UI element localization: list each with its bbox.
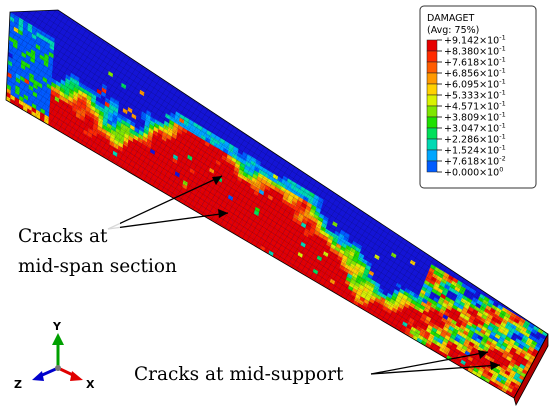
- legend-swatch-5: [426, 94, 438, 107]
- legend-swatch-4: [426, 83, 438, 96]
- legend-label-2: +7.618×10-1: [444, 56, 506, 69]
- midsupport-arrow-upper: [370, 351, 489, 375]
- legend-label-12: +0.000×100: [444, 166, 503, 179]
- legend-label-4: +6.095×10-1: [444, 78, 506, 91]
- annotation-arrows: [107, 175, 501, 375]
- legend-swatch-1: [426, 50, 438, 63]
- legend-label-8: +3.047×10-1: [444, 122, 506, 135]
- legend-swatch-2: [426, 61, 438, 74]
- y-axis-label: Y: [52, 320, 62, 333]
- legend-swatch-3: [426, 72, 438, 85]
- legend-label-7: +3.809×10-1: [444, 111, 506, 124]
- z-axis-label: Z: [14, 378, 22, 391]
- legend-variable: DAMAGET: [427, 13, 475, 24]
- legend-frame: [419, 5, 537, 189]
- legend-label-9: +2.286×10-1: [444, 133, 506, 146]
- legend-label-3: +6.856×10-1: [444, 67, 506, 80]
- y-axis-head: [52, 333, 64, 345]
- legend-label-6: +4.571×10-1: [444, 100, 506, 113]
- z-axis-head: [32, 371, 44, 381]
- legend-label-1: +8.380×10-1: [444, 45, 506, 58]
- midsupport-arrow-lower: [370, 364, 501, 375]
- legend-averaging: (Avg: 75%): [427, 25, 479, 36]
- z-axis-arrow: [39, 366, 59, 378]
- legend-label-10: +1.524×10-1: [444, 144, 506, 157]
- legend-swatch-10: [426, 149, 438, 162]
- midspan-arrow-upper: [107, 175, 223, 230]
- legend-color-bar: [426, 39, 438, 173]
- legend-value-labels: +9.142×10-1+8.380×10-1+7.618×10-1+6.856×…: [437, 34, 506, 179]
- legend-swatch-11: [426, 160, 438, 173]
- annotation-midsupport: Cracks at mid-support: [134, 364, 344, 385]
- legend-label-11: +7.618×10-2: [444, 155, 506, 168]
- legend-swatch-7: [426, 116, 438, 129]
- x-axis-label: X: [86, 378, 95, 391]
- contour-legend: DAMAGET (Avg: 75%) +9.142×10-1+8.380×10-…: [419, 5, 537, 189]
- legend-swatch-0: [426, 39, 438, 52]
- midspan-arrow-lower: [107, 212, 229, 230]
- annotation-midspan-line1: Cracks at: [18, 226, 108, 247]
- legend-swatch-9: [426, 138, 438, 151]
- legend-label-0: +9.142×10-1: [444, 34, 506, 47]
- annotation-midspan-line2: mid-span section: [18, 256, 177, 277]
- x-axis-head: [70, 371, 83, 381]
- legend-swatch-8: [426, 127, 438, 140]
- legend-label-5: +5.333×10-1: [444, 89, 506, 102]
- legend-swatch-6: [426, 105, 438, 118]
- coordinate-triad: Y Z X: [14, 320, 95, 391]
